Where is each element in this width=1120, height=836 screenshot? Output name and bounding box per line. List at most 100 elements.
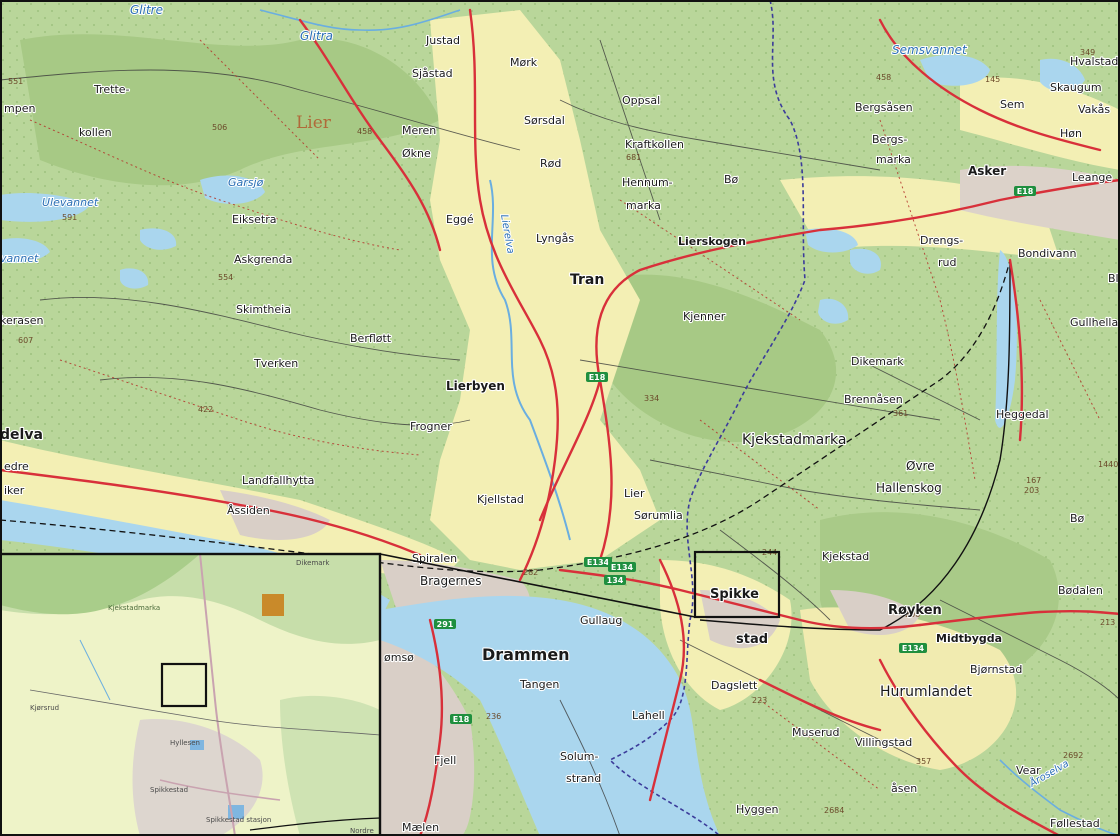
water-label: Garsjø bbox=[228, 176, 264, 189]
farmland-area bbox=[430, 10, 660, 570]
urban-area bbox=[380, 620, 475, 836]
city-label: Drammen bbox=[482, 645, 570, 664]
place-label: Gullhella bbox=[1070, 316, 1118, 329]
place-label: Heggedal bbox=[996, 408, 1049, 421]
place-label: Bragernes bbox=[420, 574, 481, 588]
place-label: Sem bbox=[1000, 98, 1024, 111]
lake bbox=[805, 228, 858, 253]
place-label: kollen bbox=[79, 126, 112, 139]
place-label: Bergsåsen bbox=[855, 101, 913, 114]
inset-label: Kjørsrud bbox=[30, 704, 59, 712]
road-shield-e18: E18 bbox=[586, 372, 608, 382]
inset-locator-box bbox=[160, 662, 208, 708]
major-roads bbox=[0, 8, 1120, 836]
inset-label: Hyllesen bbox=[170, 739, 200, 747]
elevation: 236 bbox=[486, 712, 501, 721]
railway bbox=[0, 259, 1011, 573]
elevation: 203 bbox=[1024, 486, 1039, 495]
place-label: Hyggen bbox=[736, 803, 779, 816]
place-label: rud bbox=[938, 256, 956, 269]
place-label: Mørk bbox=[510, 56, 538, 69]
svg-text:291: 291 bbox=[437, 620, 454, 629]
town-label: Asker bbox=[968, 164, 1006, 178]
place-label: Bø bbox=[1070, 512, 1085, 525]
inset-forest-dark bbox=[0, 554, 200, 615]
inset-building bbox=[190, 740, 204, 750]
place-label: Eggé bbox=[446, 213, 474, 226]
road-number: 2684 bbox=[824, 806, 844, 815]
place-label: Rød bbox=[540, 157, 561, 170]
place-label: Frogner bbox=[410, 420, 452, 433]
inset-stream bbox=[79, 639, 111, 701]
place-label: Tangen bbox=[519, 678, 559, 691]
place-label: Bø bbox=[724, 173, 739, 186]
town-label: Lierbyen bbox=[446, 379, 505, 393]
place-label: Bergs- bbox=[872, 133, 907, 146]
place-label: Muserud bbox=[792, 726, 839, 739]
lake bbox=[1040, 58, 1085, 92]
region-label: Lier bbox=[296, 113, 332, 133]
lake bbox=[140, 228, 177, 250]
water-label: Ulevannet bbox=[42, 196, 99, 209]
town-label: Tran bbox=[570, 272, 604, 288]
place-label: Lier bbox=[624, 487, 645, 500]
lake bbox=[818, 298, 849, 324]
elevation: 458 bbox=[357, 127, 372, 136]
svg-text:E18: E18 bbox=[589, 373, 606, 382]
road-number: 2692 bbox=[1063, 751, 1083, 760]
place-label: Bl bbox=[1108, 272, 1119, 285]
place-label: Berfløtt bbox=[350, 332, 392, 345]
inset-road bbox=[199, 553, 236, 836]
inset-connector-line bbox=[379, 553, 696, 618]
place-label: edre bbox=[4, 460, 29, 473]
lake bbox=[995, 250, 1017, 428]
place-label: Bjørnstad bbox=[970, 663, 1022, 676]
road-shield-e134: E134 bbox=[608, 562, 636, 572]
place-label: kerasen bbox=[0, 314, 44, 327]
place-label: Øvre bbox=[906, 459, 935, 473]
svg-text:E134: E134 bbox=[611, 563, 634, 572]
elevation: 607 bbox=[18, 336, 33, 345]
elevation: 422 bbox=[198, 405, 213, 414]
road-shield-e134: E134 bbox=[584, 557, 612, 567]
place-label: Kjellstad bbox=[477, 493, 524, 506]
town-label: Lierskogen bbox=[678, 235, 746, 248]
inset-label: Nordre bbox=[350, 827, 374, 835]
place-label: Fjell bbox=[434, 754, 456, 767]
place-label: Brennåsen bbox=[844, 393, 903, 406]
place-label: Hvalstad bbox=[1070, 55, 1118, 68]
place-label: Sjåstad bbox=[412, 67, 453, 80]
elevation: 357 bbox=[916, 757, 931, 766]
place-label: Bondivann bbox=[1018, 247, 1077, 260]
place-label: Vear bbox=[1016, 764, 1041, 777]
inset-building bbox=[262, 594, 284, 616]
place-label: mpen bbox=[4, 102, 35, 115]
road-number: 167 bbox=[1026, 476, 1041, 485]
glitra-river bbox=[259, 9, 461, 32]
inset-road bbox=[159, 779, 281, 801]
lake bbox=[850, 248, 881, 274]
inset-map[interactable]: Kjekstadmarka Dikemark Hyllesen Kjørsrud… bbox=[0, 552, 382, 836]
garsjo-lake bbox=[200, 175, 265, 204]
area-label: Hurumlandet bbox=[880, 684, 973, 700]
urban-area bbox=[960, 165, 1120, 240]
place-label: Kjekstad bbox=[822, 550, 869, 563]
place-label: Føllestad bbox=[1050, 817, 1100, 830]
inset-label: Dikemark bbox=[296, 559, 330, 567]
water-label: Glitre bbox=[130, 3, 163, 17]
hiking-trails bbox=[29, 39, 1101, 791]
place-label: Åssiden bbox=[227, 504, 270, 517]
place-label: ømsø bbox=[384, 651, 414, 664]
town-label: stad bbox=[736, 632, 768, 647]
place-label: Sørumlia bbox=[634, 509, 683, 522]
inset-frame bbox=[0, 552, 382, 836]
elevation: 591 bbox=[62, 213, 77, 222]
place-label: Justad bbox=[425, 34, 460, 47]
town-label: delva bbox=[0, 427, 43, 443]
urban-area bbox=[830, 590, 920, 635]
place-label: Gullaug bbox=[580, 614, 622, 627]
place-label: Sørsdal bbox=[524, 114, 565, 127]
